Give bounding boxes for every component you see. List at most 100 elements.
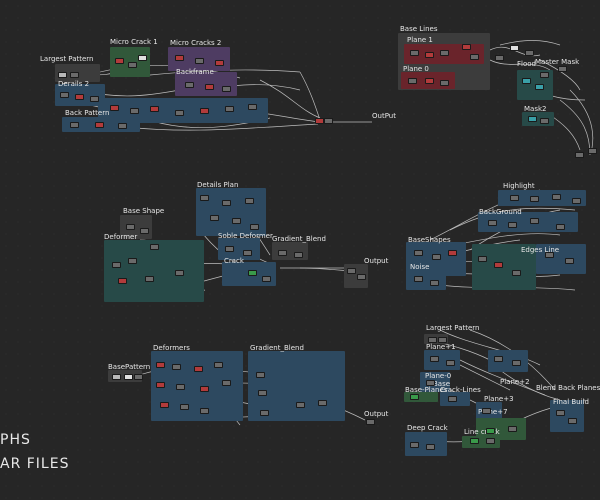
- graph-node[interactable]: [140, 228, 149, 234]
- graph-node[interactable]: [428, 337, 437, 343]
- frame-top-right-g6[interactable]: [488, 350, 528, 372]
- graph-node[interactable]: [446, 360, 455, 366]
- graph-node[interactable]: [568, 418, 577, 424]
- graph-node[interactable]: [552, 194, 561, 200]
- graph-node[interactable]: [258, 390, 267, 396]
- graph-node[interactable]: [426, 380, 435, 386]
- graph-node[interactable]: [58, 72, 67, 78]
- graph-node[interactable]: [222, 380, 231, 386]
- graph-node[interactable]: [112, 262, 121, 268]
- graph-node[interactable]: [478, 256, 487, 262]
- graph-node[interactable]: [357, 274, 366, 280]
- frame-edges-line[interactable]: [472, 244, 536, 290]
- frame-right-g4[interactable]: [536, 244, 586, 274]
- graph-node[interactable]: [448, 250, 457, 256]
- graph-node[interactable]: [248, 270, 257, 276]
- graph-node[interactable]: [200, 408, 209, 414]
- graph-node[interactable]: [470, 438, 479, 444]
- graph-node[interactable]: [556, 224, 565, 230]
- graph-node[interactable]: [588, 148, 597, 154]
- graph-node[interactable]: [232, 218, 241, 224]
- graph-node[interactable]: [110, 105, 119, 111]
- frame-gradient-blend-g5[interactable]: [248, 351, 345, 421]
- graph-node[interactable]: [494, 262, 503, 268]
- graph-node[interactable]: [510, 195, 519, 201]
- graph-node[interactable]: [215, 60, 224, 66]
- graph-node[interactable]: [262, 276, 271, 282]
- graph-node[interactable]: [225, 106, 234, 112]
- graph-node[interactable]: [175, 270, 184, 276]
- frame-base-shape[interactable]: [120, 215, 152, 239]
- graph-node[interactable]: [324, 118, 333, 124]
- graph-node[interactable]: [70, 72, 79, 78]
- graph-node[interactable]: [430, 356, 439, 362]
- frame-highlight[interactable]: [498, 190, 586, 206]
- graph-node[interactable]: [222, 200, 231, 206]
- graph-node[interactable]: [408, 78, 417, 84]
- graph-node[interactable]: [150, 106, 159, 112]
- graph-node[interactable]: [128, 62, 137, 68]
- graph-node[interactable]: [572, 198, 581, 204]
- graph-node[interactable]: [482, 408, 491, 414]
- graph-node[interactable]: [438, 337, 447, 343]
- graph-node[interactable]: [205, 84, 214, 90]
- graph-node[interactable]: [540, 118, 549, 124]
- graph-node[interactable]: [426, 444, 435, 450]
- graph-node[interactable]: [248, 104, 257, 110]
- graph-node[interactable]: [225, 246, 234, 252]
- frame-mask2[interactable]: [522, 112, 554, 126]
- graph-node[interactable]: [440, 80, 449, 86]
- graph-node[interactable]: [540, 72, 549, 78]
- graph-node[interactable]: [525, 50, 534, 56]
- graph-node[interactable]: [126, 224, 135, 230]
- graph-node[interactable]: [90, 96, 99, 102]
- graph-node[interactable]: [545, 252, 554, 258]
- graph-node[interactable]: [175, 55, 184, 61]
- graph-node[interactable]: [195, 58, 204, 64]
- graph-node[interactable]: [494, 356, 503, 362]
- graph-node[interactable]: [495, 55, 504, 61]
- graph-node[interactable]: [410, 442, 419, 448]
- graph-node[interactable]: [115, 58, 124, 64]
- graph-node[interactable]: [194, 366, 203, 372]
- graph-node[interactable]: [486, 438, 495, 444]
- graph-node[interactable]: [134, 374, 143, 380]
- graph-node[interactable]: [156, 362, 165, 368]
- graph-node[interactable]: [75, 94, 84, 100]
- graph-node[interactable]: [488, 220, 497, 226]
- graph-node[interactable]: [522, 78, 531, 84]
- graph-node[interactable]: [124, 374, 133, 380]
- graph-node[interactable]: [565, 258, 574, 264]
- graph-node[interactable]: [430, 280, 439, 286]
- graph-node[interactable]: [512, 360, 521, 366]
- graph-node[interactable]: [156, 382, 165, 388]
- graph-node[interactable]: [512, 270, 521, 276]
- graph-node[interactable]: [145, 276, 154, 282]
- graph-node[interactable]: [535, 84, 544, 90]
- graph-node[interactable]: [112, 374, 121, 380]
- frame-deformers[interactable]: [151, 351, 243, 421]
- graph-node[interactable]: [70, 122, 79, 128]
- graph-node[interactable]: [510, 45, 519, 51]
- graph-node[interactable]: [200, 108, 209, 114]
- graph-node[interactable]: [118, 123, 127, 129]
- graph-node[interactable]: [425, 78, 434, 84]
- graph-node[interactable]: [175, 110, 184, 116]
- graph-node[interactable]: [172, 364, 181, 370]
- graph-node[interactable]: [558, 66, 567, 72]
- graph-node[interactable]: [425, 52, 434, 58]
- graph-node[interactable]: [118, 278, 127, 284]
- graph-node[interactable]: [575, 152, 584, 158]
- frame-base-planes[interactable]: [404, 392, 438, 402]
- graph-node[interactable]: [95, 122, 104, 128]
- graph-node[interactable]: [296, 402, 305, 408]
- graph-node[interactable]: [200, 386, 209, 392]
- graph-node[interactable]: [410, 394, 419, 400]
- graph-node[interactable]: [176, 384, 185, 390]
- graph-node[interactable]: [243, 250, 252, 256]
- graph-node[interactable]: [180, 404, 189, 410]
- frame-final-build[interactable]: [550, 400, 584, 432]
- graph-node[interactable]: [185, 82, 194, 88]
- graph-node[interactable]: [278, 250, 287, 256]
